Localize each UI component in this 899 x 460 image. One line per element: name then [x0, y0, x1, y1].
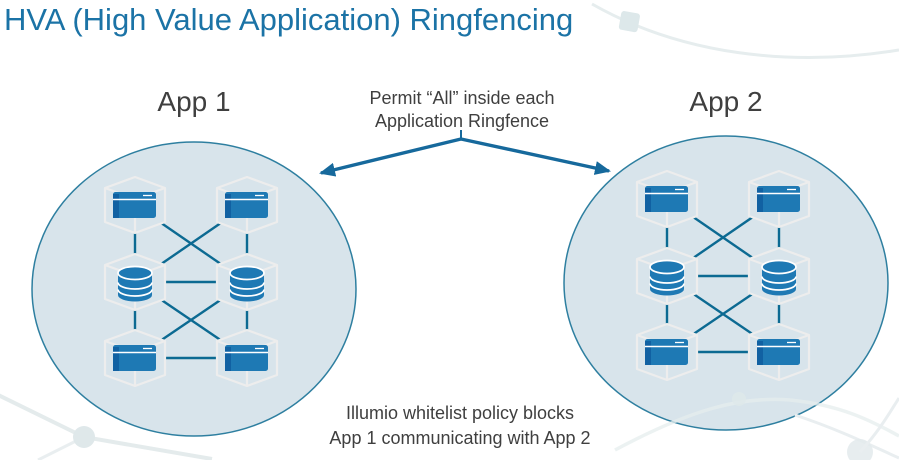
workload-node	[635, 322, 699, 382]
database-icon	[761, 259, 797, 296]
server-icon	[757, 186, 800, 212]
workload-node	[215, 252, 279, 312]
network-node-dot	[847, 439, 873, 460]
workload-node	[747, 322, 811, 382]
workload-node	[103, 252, 167, 312]
server-icon	[225, 345, 268, 371]
permit-annotation: Permit “All” inside each Application Rin…	[302, 87, 622, 133]
server-icon	[225, 192, 268, 218]
workload-node	[747, 169, 811, 229]
app2-ringfence-diagram	[562, 134, 890, 437]
policy-annotation-line1: Illumio whitelist policy blocks	[345, 403, 575, 423]
app2-label: App 2	[689, 86, 763, 117]
workload-node	[103, 328, 167, 388]
server-icon	[645, 186, 688, 212]
server-icon	[113, 345, 156, 371]
workload-node	[635, 246, 699, 306]
server-icon	[645, 339, 688, 365]
page-title: HVA (High Value Application) Ringfencing	[4, 2, 574, 37]
permit-annotation-line1: Permit “All” inside each	[369, 88, 555, 108]
ringfence-circle	[31, 141, 357, 437]
workload-node	[747, 246, 811, 306]
policy-annotation: Illumio whitelist policy blocks App 1 co…	[300, 401, 620, 451]
permit-annotation-line2: Application Ringfence	[374, 111, 550, 131]
workload-node	[635, 169, 699, 229]
app1-ringfence-diagram	[30, 140, 358, 443]
database-icon	[229, 265, 265, 302]
app1-label: App 1	[157, 86, 231, 117]
policy-annotation-line2: App 1 communicating with App 2	[329, 428, 591, 448]
network-node-square	[618, 11, 640, 33]
server-icon	[757, 339, 800, 365]
database-icon	[649, 259, 685, 296]
server-icon	[113, 192, 156, 218]
ringfence-circle	[563, 135, 889, 431]
workload-node	[103, 175, 167, 235]
database-icon	[117, 265, 153, 302]
workload-node	[215, 175, 279, 235]
workload-node	[215, 328, 279, 388]
